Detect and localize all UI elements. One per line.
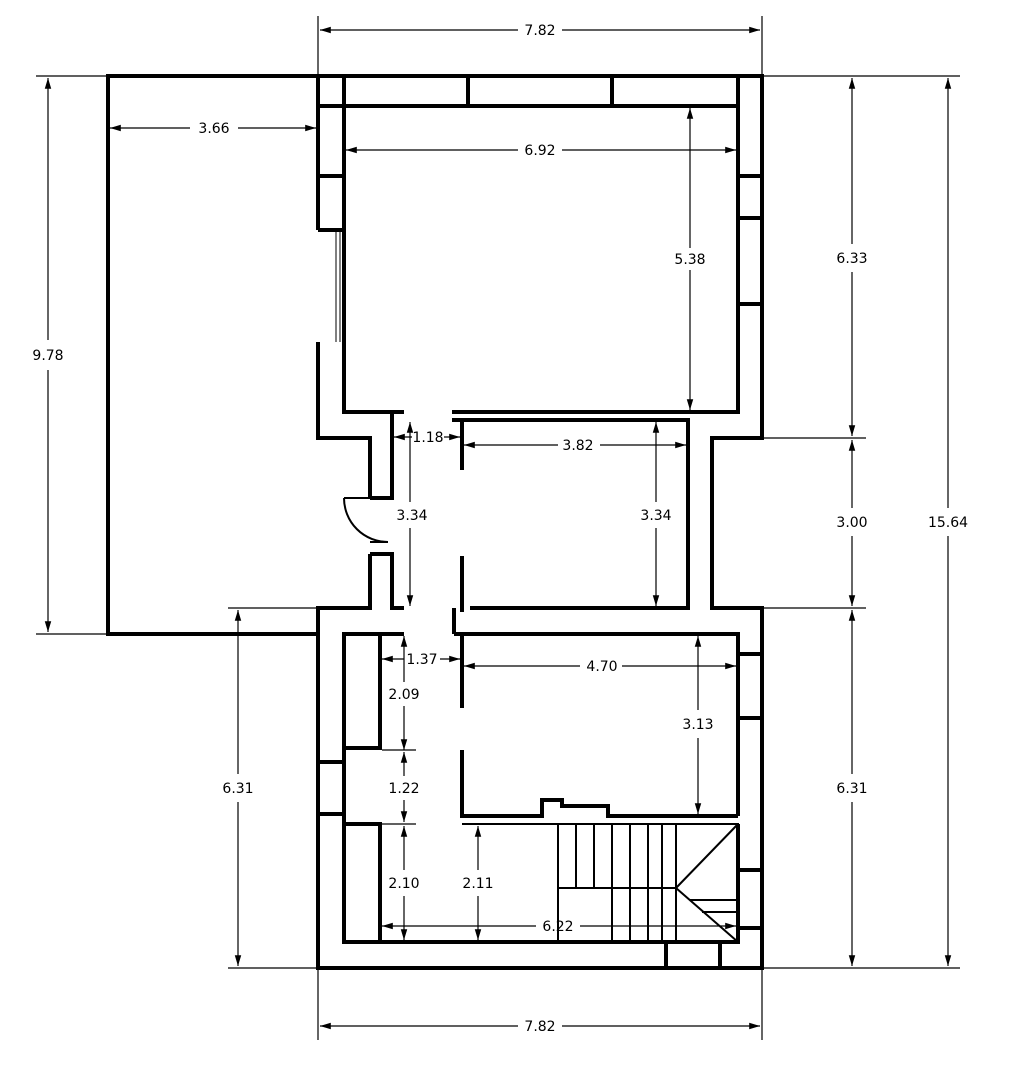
dim-room1-width: 6.92 bbox=[524, 143, 555, 159]
staircase bbox=[557, 823, 739, 943]
dim-left-lower-height: 6.31 bbox=[222, 781, 253, 797]
dim-right-upper-height: 6.33 bbox=[836, 251, 867, 267]
dim-stair-area-height: 2.11 bbox=[462, 876, 493, 892]
dim-closet2-height: 2.10 bbox=[388, 876, 419, 892]
room3-wall-bottom bbox=[460, 750, 738, 818]
dim-left-extension-height: 9.78 bbox=[32, 348, 63, 364]
outer-wall bbox=[316, 74, 764, 970]
dim-hall-width-upper: 1.18 bbox=[412, 430, 443, 446]
dim-bottom-inner-width: 6.22 bbox=[542, 919, 573, 935]
dimension-lines bbox=[36, 16, 960, 1040]
room2-wall bbox=[460, 418, 690, 610]
entry-door bbox=[343, 497, 389, 543]
dim-hall-width-lower: 1.37 bbox=[406, 652, 437, 668]
dim-room1-height: 5.38 bbox=[674, 252, 705, 268]
dim-right-lower-height: 6.31 bbox=[836, 781, 867, 797]
dim-bottom-total-width: 7.82 bbox=[524, 1019, 555, 1035]
left-extension-outline bbox=[106, 74, 318, 636]
dim-top-total-width: 7.82 bbox=[524, 23, 555, 39]
hall-wall-lower-west bbox=[370, 552, 404, 610]
window-segments bbox=[318, 76, 762, 968]
dimension-labels: 7.82 7.82 3.66 6.92 5.38 9.78 6.33 3.00 … bbox=[32, 23, 968, 1035]
dim-passage-height: 1.22 bbox=[388, 781, 419, 797]
dim-closet1-height: 2.09 bbox=[388, 687, 419, 703]
outer-wall-west bbox=[316, 342, 372, 498]
room3-wall bbox=[460, 632, 740, 816]
dim-right-middle-height: 3.00 bbox=[836, 515, 867, 531]
dim-room3-height: 3.13 bbox=[682, 717, 713, 733]
dim-left-extension-width: 3.66 bbox=[198, 121, 229, 137]
dim-room3-width: 4.70 bbox=[586, 659, 617, 675]
glass-door bbox=[335, 230, 345, 342]
dim-room2-width: 3.82 bbox=[562, 438, 593, 454]
dim-hall-height: 3.34 bbox=[396, 508, 427, 524]
dim-overall-height: 15.64 bbox=[928, 515, 968, 531]
dim-room2-height: 3.34 bbox=[640, 508, 671, 524]
